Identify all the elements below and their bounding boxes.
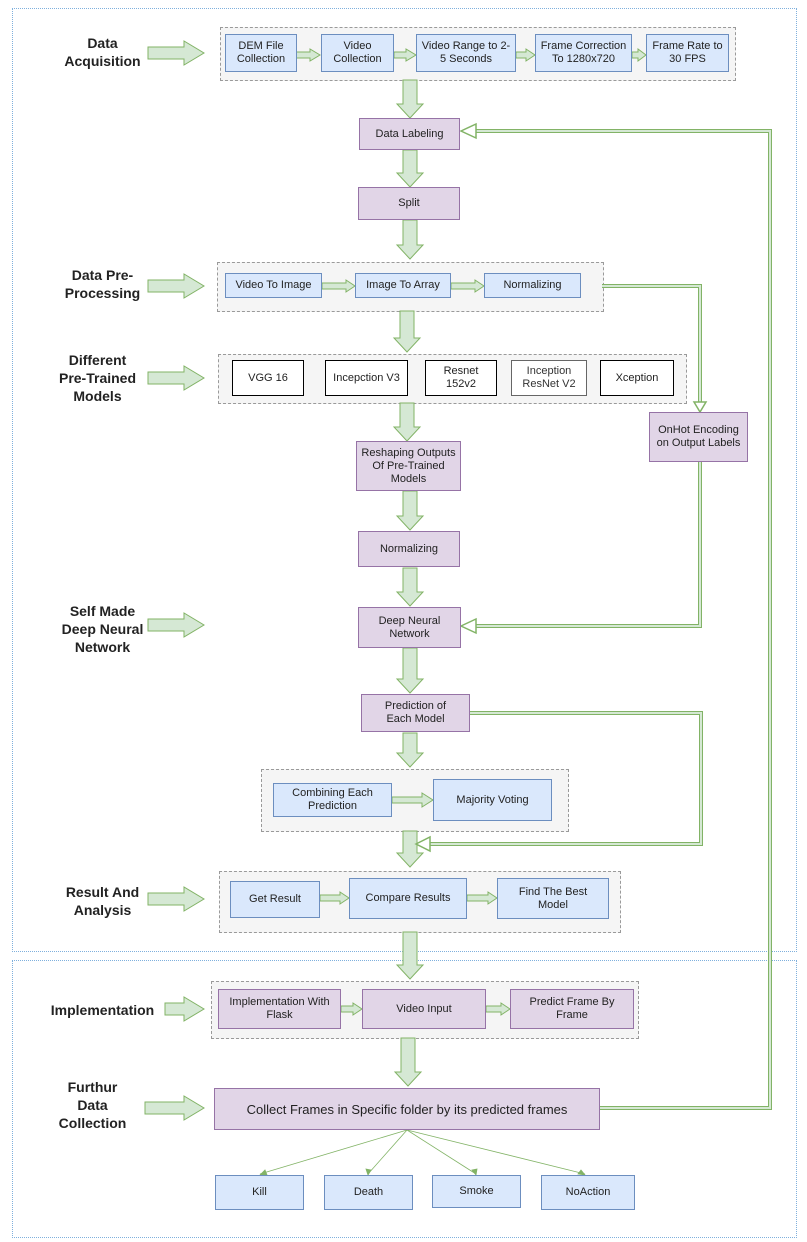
label-self-made-dnn: Self Made Deep Neural Network: [61, 603, 144, 655]
vgg16-box: VGG 16: [232, 360, 304, 396]
class-kill-box: Kill: [215, 1175, 304, 1210]
class-noaction-box: NoAction: [541, 1175, 635, 1210]
prediction-each-model-box: Prediction of Each Model: [361, 694, 470, 732]
find-best-model-box: Find The Best Model: [497, 878, 609, 919]
combining-prediction-box: Combining Each Prediction: [273, 783, 392, 817]
video-collection-box: Video Collection: [321, 34, 394, 72]
resnet-box: Resnet 152v2: [425, 360, 497, 396]
video-range-box: Video Range to 2- 5 Seconds: [416, 34, 516, 72]
get-result-box: Get Result: [230, 881, 320, 918]
frame-rate-box: Frame Rate to 30 FPS: [646, 34, 729, 72]
onehot-encoding-box: OnHot Encoding on Output Labels: [649, 412, 748, 462]
dem-file-collection-box: DEM File Collection: [225, 34, 297, 72]
inception-v3-box: Incepction V3: [325, 360, 408, 396]
label-implementation: Implementation: [50, 1002, 155, 1018]
class-smoke-box: Smoke: [432, 1175, 521, 1208]
normalizing-outputs-box: Normalizing: [358, 531, 460, 567]
xception-box: Xception: [600, 360, 674, 396]
majority-voting-box: Majority Voting: [433, 779, 552, 821]
label-data-preprocessing: Data Pre- Processing: [64, 267, 141, 301]
split-box: Split: [358, 187, 460, 220]
deep-neural-network-box: Deep Neural Network: [358, 607, 461, 648]
label-result-analysis: Result And Analysis: [65, 884, 140, 918]
inception-resnet-box: Inception ResNet V2: [511, 360, 587, 396]
video-input-box: Video Input: [362, 989, 486, 1029]
image-to-array-box: Image To Array: [355, 273, 451, 298]
predict-frame-box: Predict Frame By Frame: [510, 989, 634, 1029]
reshaping-outputs-box: Reshaping Outputs Of Pre-Trained Models: [356, 441, 461, 491]
video-to-image-box: Video To Image: [225, 273, 322, 298]
frame-correction-box: Frame Correction To 1280x720: [535, 34, 632, 72]
implementation-flask-box: Implementation With Flask: [218, 989, 341, 1029]
label-pretrained-models: Different Pre-Trained Models: [58, 352, 137, 404]
compare-results-box: Compare Results: [349, 878, 467, 919]
normalizing-box: Normalizing: [484, 273, 581, 298]
collect-frames-box: Collect Frames in Specific folder by its…: [214, 1088, 600, 1130]
label-data-acquisition: Data Acquisition: [64, 35, 141, 69]
class-death-box: Death: [324, 1175, 413, 1210]
data-labeling-box: Data Labeling: [359, 118, 460, 150]
label-further-data-collection: Furthur Data Collection: [58, 1079, 127, 1131]
